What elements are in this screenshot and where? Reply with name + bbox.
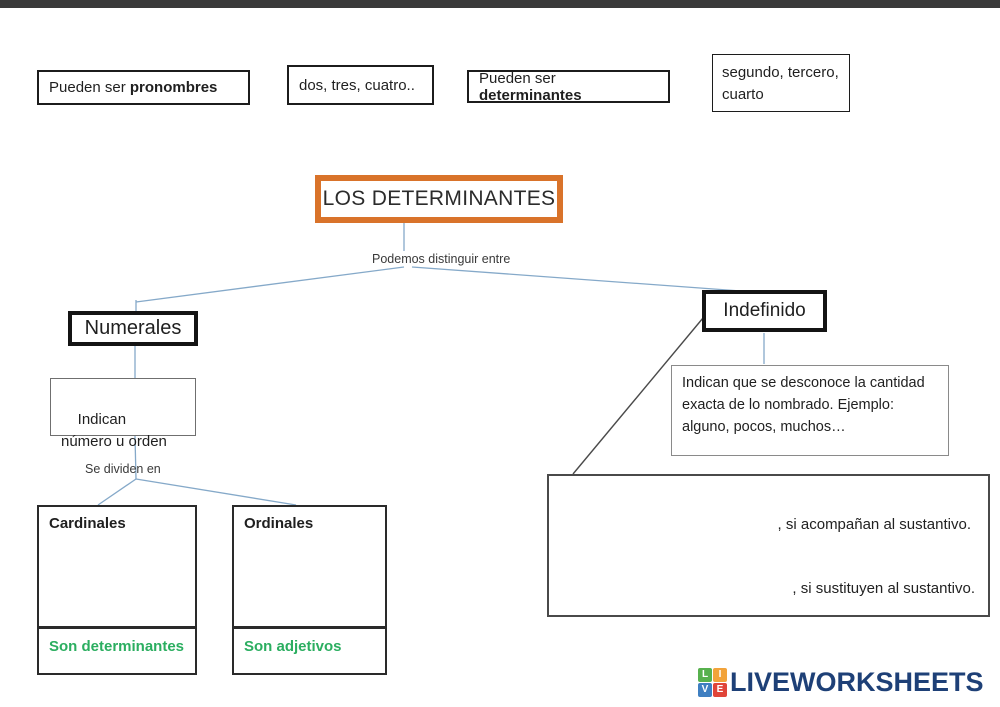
distinguish-label: Podemos distinguir entre (372, 252, 511, 266)
answer-chip-determinantes[interactable]: Pueden ser determinantes (467, 69, 670, 104)
ordinales-footer: Son adjetivos (234, 626, 385, 673)
numerales-description: Indican número u orden (61, 410, 167, 451)
connector-label-to-indefinido (411, 266, 742, 292)
numerales-node: Numerales (68, 311, 198, 346)
numerales-description-box: Indican número u orden (50, 378, 196, 450)
usage-line-1: , si acompañan al sustantivo. (777, 516, 971, 533)
cardinales-footer-label: Son determinantes (49, 638, 185, 655)
connector-label-to-numerales (135, 266, 405, 303)
cardinales-main: Cardinales (39, 507, 195, 626)
logo-square-v: V (698, 683, 712, 697)
cardinales-box: Cardinales Son determinantes (37, 505, 197, 675)
chip-text: dos, tres, cuatro.. (299, 76, 415, 94)
page-edge-bar (0, 0, 1000, 8)
ordinales-footer-label: Son adjetivos (244, 638, 342, 655)
numerales-label: Numerales (84, 317, 182, 339)
liveworksheets-wordmark: LIVEWORKSHEETS (730, 667, 984, 697)
divide-label: Se dividen en (85, 462, 161, 476)
page-title: LOS DETERMINANTES (322, 187, 556, 210)
answer-chip-segundo-tercero[interactable]: segundo, tercero, cuarto (712, 54, 850, 112)
cardinales-title: Cardinales (49, 515, 126, 532)
logo-square-i: I (713, 668, 727, 682)
indefinido-label: Indefinido (723, 300, 806, 321)
usage-answer-blank-2[interactable] (567, 572, 777, 602)
indefinido-description: Indican que se desconoce la cantidad exa… (682, 375, 925, 435)
indefinido-description-box: Indican que se desconoce la cantidad exa… (671, 365, 949, 456)
liveworksheets-logo-icon: L I V E (698, 668, 727, 697)
liveworksheets-logo: L I V E LIVEWORKSHEETS (698, 668, 984, 697)
indefinido-node: Indefinido (702, 290, 827, 332)
ordinales-box: Ordinales Son adjetivos (232, 505, 387, 675)
logo-square-l: L (698, 668, 712, 682)
chip-text: segundo, tercero, cuarto (722, 64, 839, 103)
ordinales-title: Ordinales (244, 515, 314, 532)
ordinales-main: Ordinales (234, 507, 385, 626)
cardinales-footer: Son determinantes (39, 626, 195, 673)
chip-text: Pueden ser pronombres (49, 79, 218, 96)
chip-text: Pueden ser determinantes (479, 69, 582, 104)
connector-split-to-ordinales (135, 478, 297, 506)
answer-chip-pronombres[interactable]: Pueden ser pronombres (37, 70, 250, 105)
answer-chip-dos-tres-cuatro[interactable]: dos, tres, cuatro.. (287, 65, 434, 105)
cardinales-answer-blank[interactable] (45, 539, 189, 621)
usage-line-2: , si sustituyen al sustantivo. (792, 580, 975, 597)
ordinales-answer-blank[interactable] (240, 539, 379, 621)
title-box: LOS DETERMINANTES (315, 175, 563, 223)
connector-split-to-cardinales (97, 478, 137, 506)
logo-square-e: E (713, 683, 727, 697)
usage-answer-blank-1[interactable] (567, 508, 772, 538)
indefinido-usage-box: , si acompañan al sustantivo. , si susti… (547, 474, 990, 617)
